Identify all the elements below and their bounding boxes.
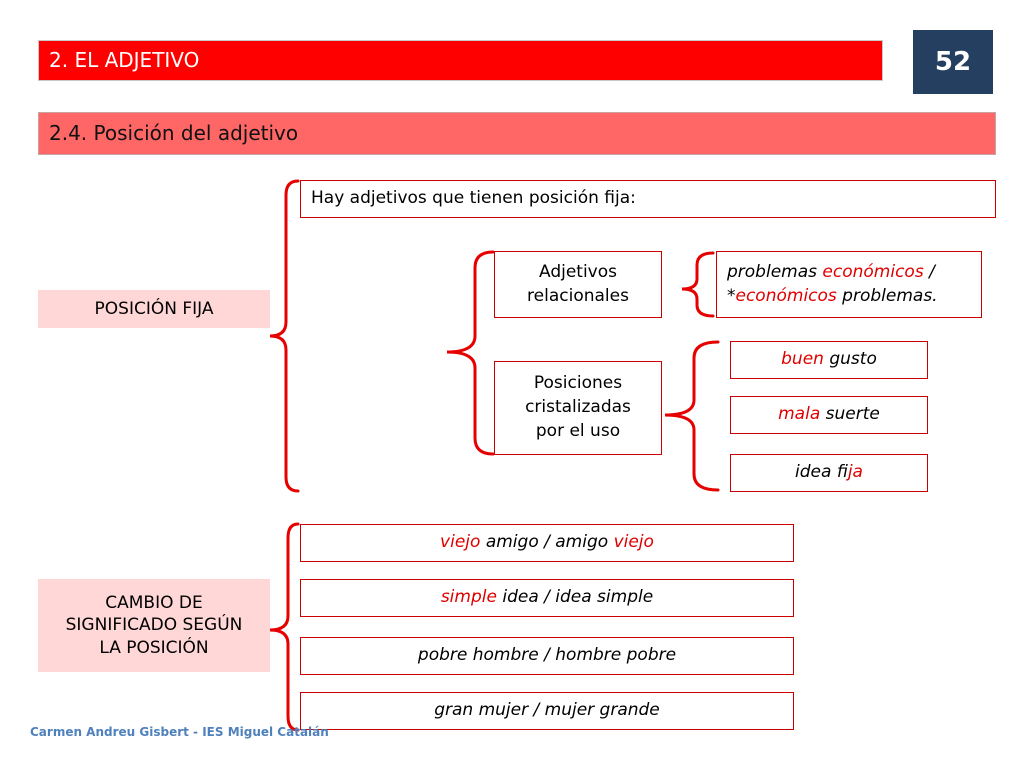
- example-gran-mujer: gran mujer / mujer grande: [300, 692, 794, 730]
- brace-cristalizadas: [664, 340, 720, 492]
- brace-posicion-fija: [269, 179, 300, 493]
- page-number: 52: [913, 30, 993, 94]
- cambio-significado-label: CAMBIO DE SIGNIFICADO SEGÚN LA POSICIÓN: [38, 579, 270, 672]
- posicion-fija-intro: Hay adjetivos que tienen posición fija:: [300, 180, 996, 218]
- posiciones-cristalizadas-box: Posiciones cristalizadas por el uso: [494, 361, 662, 455]
- footer-credit: Carmen Andreu Gisbert - IES Miguel Catal…: [30, 725, 329, 739]
- example-idea-fija: idea fija: [730, 454, 928, 492]
- slide-title: 2. EL ADJETIVO: [38, 40, 883, 81]
- posicion-fija-label: POSICIÓN FIJA: [38, 290, 270, 328]
- example-buen-gusto: buen gusto: [730, 341, 928, 379]
- example-mala-suerte: mala suerte: [730, 396, 928, 434]
- brace-cambio: [269, 522, 300, 732]
- example-pobre-hombre: pobre hombre / hombre pobre: [300, 637, 794, 675]
- brace-relacionales: [681, 251, 715, 318]
- example-viejo-amigo: viejo amigo / amigo viejo: [300, 524, 794, 562]
- adjetivos-relacionales-box: Adjetivos relacionales: [494, 251, 662, 318]
- section-title: 2.4. Posición del adjetivo: [38, 112, 996, 155]
- example-simple-idea: simple idea / idea simple: [300, 579, 794, 617]
- relacionales-example: problemas económicos / *económicos probl…: [716, 251, 982, 318]
- brace-adjetivos: [446, 250, 495, 456]
